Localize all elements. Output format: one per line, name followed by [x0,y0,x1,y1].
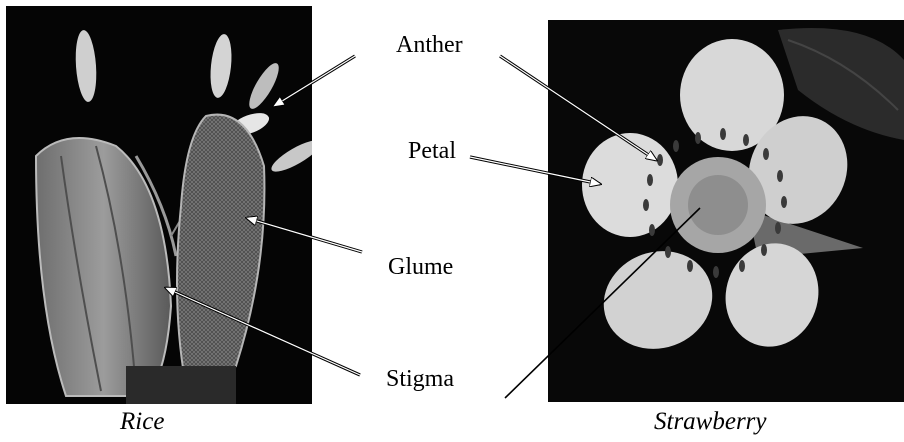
stigma-to-strawberry-line [505,208,700,398]
